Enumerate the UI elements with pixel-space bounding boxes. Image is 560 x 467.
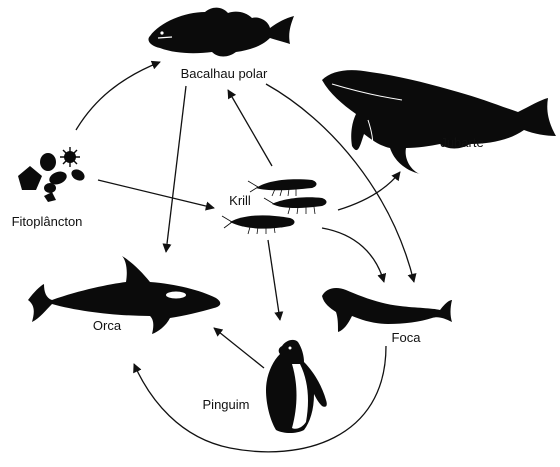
- arrow-phytoplankton-to-cod: [76, 62, 160, 130]
- orca-silhouette: [28, 256, 220, 334]
- polar-cod-silhouette: [148, 8, 294, 57]
- label-phytoplankton: Fitoplâncton: [12, 214, 83, 229]
- humpback-whale-silhouette: [322, 70, 556, 174]
- penguin-silhouette: [266, 340, 327, 433]
- arrow-penguin-to-orca: [214, 328, 264, 368]
- label-orca: Orca: [93, 318, 122, 333]
- arrow-krill-to-seal: [322, 228, 384, 282]
- phytoplankton-silhouette: [18, 147, 87, 202]
- label-humpback: Jubarte: [440, 135, 483, 150]
- arrow-krill-to-humpback: [338, 172, 400, 210]
- arrow-phytoplankton-to-krill: [98, 180, 214, 208]
- label-polar-cod: Bacalhau polar: [181, 66, 268, 81]
- label-seal: Foca: [392, 330, 422, 345]
- arrow-seal-to-orca: [134, 346, 386, 452]
- label-krill: Krill: [229, 193, 251, 208]
- label-penguin: Pinguim: [203, 397, 250, 412]
- seal-silhouette: [322, 288, 452, 332]
- arrow-krill-to-cod: [228, 90, 272, 166]
- arrow-cod-to-orca: [166, 86, 186, 252]
- arrow-krill-to-penguin: [268, 240, 280, 320]
